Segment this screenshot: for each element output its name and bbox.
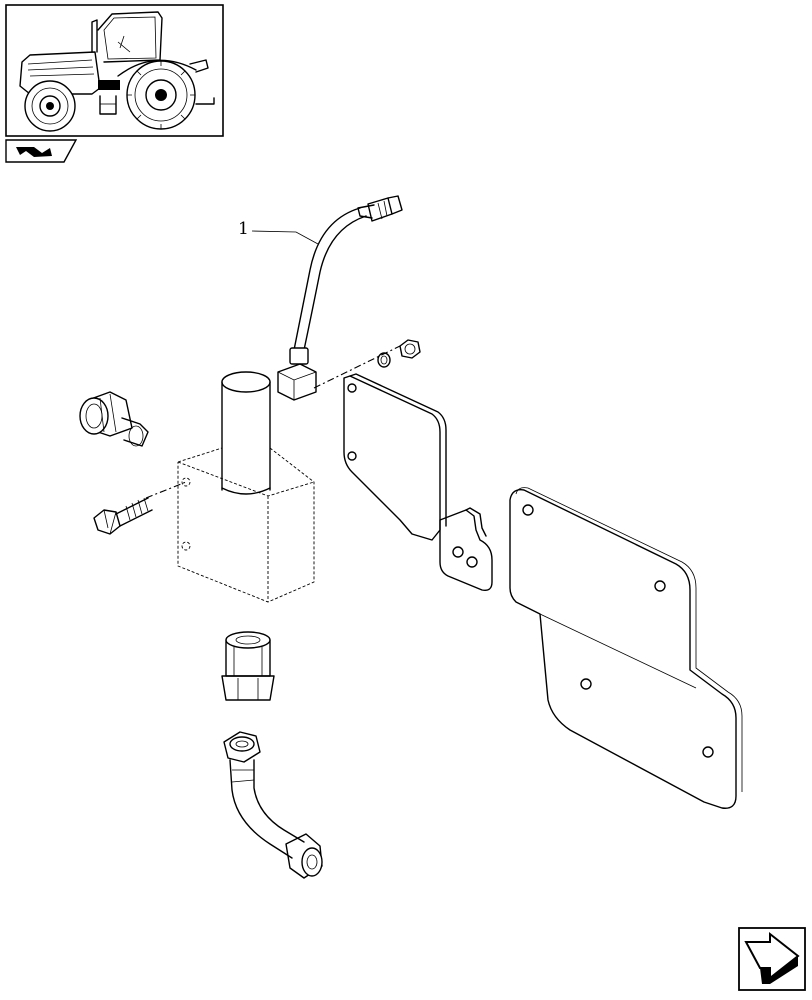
tractor-thumbnail bbox=[5, 4, 224, 163]
next-page-arrow-icon bbox=[744, 931, 800, 984]
hydraulic-fitting-straight[interactable] bbox=[221, 631, 275, 701]
support-plate[interactable] bbox=[509, 487, 743, 809]
section-arrow-icon bbox=[16, 147, 52, 157]
bolt-axis-line bbox=[145, 481, 187, 499]
washer[interactable] bbox=[377, 352, 391, 368]
tractor-icon bbox=[19, 11, 215, 132]
mounting-bracket[interactable] bbox=[343, 373, 493, 592]
section-tab[interactable] bbox=[5, 139, 78, 163]
hydraulic-fitting-left[interactable] bbox=[79, 391, 149, 447]
hex-nut[interactable] bbox=[399, 339, 421, 359]
hydraulic-hose[interactable] bbox=[223, 731, 323, 879]
sensor-cable-assembly[interactable]: 1 bbox=[238, 195, 403, 401]
hex-bolt[interactable] bbox=[93, 497, 153, 535]
assembly-axis-line bbox=[313, 345, 401, 389]
valve-block[interactable] bbox=[177, 371, 315, 603]
callout-1: 1 bbox=[238, 219, 249, 239]
next-page-button[interactable] bbox=[738, 927, 806, 991]
